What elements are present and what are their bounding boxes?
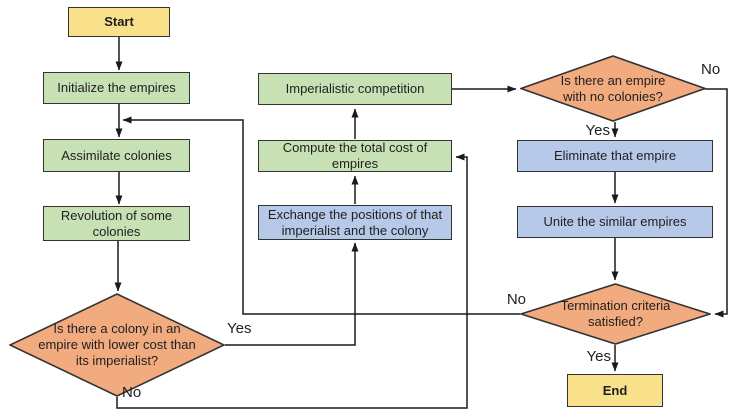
node-compute-total-cost: Compute the total cost of empires [258,140,452,172]
decision-termination-criteria-label: Termination criteria satisfied? [560,298,671,329]
label-termination-no: No [506,291,526,308]
node-revolution-colonies: Revolution of some colonies [43,206,190,241]
diamond-shape [520,283,711,345]
node-unite-empires: Unite the similar empires [517,206,713,238]
edge-empirecheck-no-termination [705,88,728,318]
decision-termination-criteria: Termination criteria satisfied? [520,283,711,345]
label-colony-no: No [122,384,142,401]
node-initialize-empires: Initialize the empires [43,72,190,104]
decision-empire-no-colonies: Is there an empire with no colonies? [520,55,706,122]
label-termination-yes: Yes [586,348,611,365]
decision-empire-no-colonies-label: Is there an empire with no colonies? [560,72,666,104]
edge-colonycheck-yes-exchange [225,242,359,346]
node-start: Start [68,7,170,37]
decision-colony-lower-cost: Is there a colony in an empire with lowe… [9,293,225,397]
node-eliminate-empire: Eliminate that empire [517,140,713,172]
edge-colonycheck-no-compute [116,153,468,409]
node-end: End [567,374,663,407]
node-assimilate-colonies: Assimilate colonies [43,139,190,172]
label-empire-yes: Yes [585,122,610,139]
node-exchange-positions: Exchange the positions of that imperiali… [258,205,452,240]
edge-termination-no-assimilate [122,116,520,315]
label-empire-no: No [701,61,721,78]
node-imperialistic-competition: Imperialistic competition [258,73,452,105]
label-colony-yes: Yes [227,320,252,337]
diamond-shape [9,293,225,397]
decision-colony-lower-cost-label: Is there a colony in an empire with lowe… [38,321,196,368]
diamond-shape [520,55,706,122]
